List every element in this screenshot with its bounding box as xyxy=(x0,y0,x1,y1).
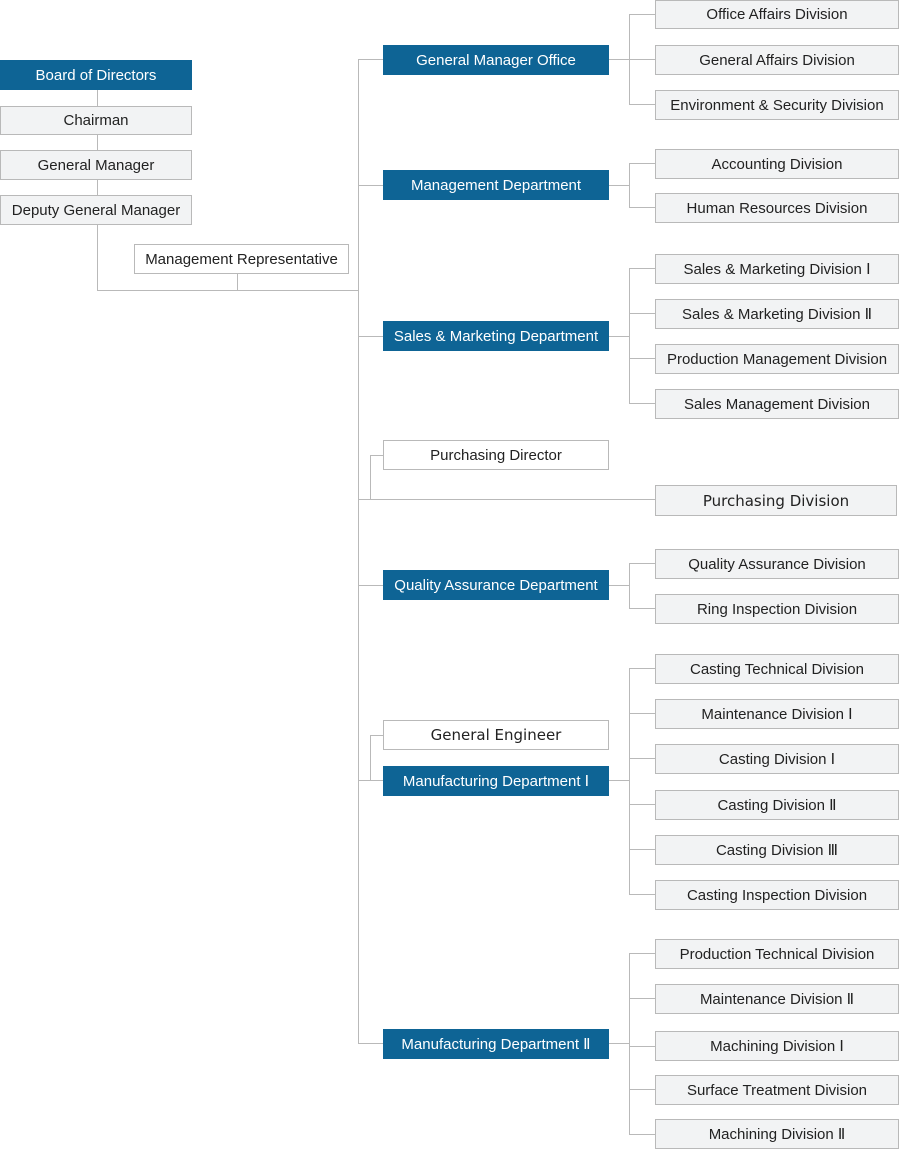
manufacturing-department-1-box: Manufacturing Department Ⅰ xyxy=(383,766,609,796)
division-box: Sales & Marketing Division Ⅱ xyxy=(655,299,899,329)
division-box: Casting Division Ⅰ xyxy=(655,744,899,774)
division-box: Surface Treatment Division xyxy=(655,1075,899,1105)
division-box: Production Technical Division xyxy=(655,939,899,969)
management-department-box: Management Department xyxy=(383,170,609,200)
division-box: Casting Technical Division xyxy=(655,654,899,684)
division-box: Ring Inspection Division xyxy=(655,594,899,624)
division-box: Human Resources Division xyxy=(655,193,899,223)
quality-assurance-department-box: Quality Assurance Department xyxy=(383,570,609,600)
division-box: Maintenance Division Ⅰ xyxy=(655,699,899,729)
division-box: Casting Division Ⅱ xyxy=(655,790,899,820)
sales-marketing-department-box: Sales & Marketing Department xyxy=(383,321,609,351)
board-of-directors-box: Board of Directors xyxy=(0,60,192,90)
purchasing-director-box: Purchasing Director xyxy=(383,440,609,470)
general-manager-office-box: General Manager Office xyxy=(383,45,609,75)
division-box: Machining Division Ⅰ xyxy=(655,1031,899,1061)
chairman-box: Chairman xyxy=(0,106,192,135)
division-box: Quality Assurance Division xyxy=(655,549,899,579)
division-box: Machining Division Ⅱ xyxy=(655,1119,899,1149)
division-box: Sales & Marketing Division Ⅰ xyxy=(655,254,899,284)
management-representative-box: Management Representative xyxy=(134,244,349,274)
general-engineer-box: General Engineer xyxy=(383,720,609,750)
division-box: Production Management Division xyxy=(655,344,899,374)
division-box: Sales Management Division xyxy=(655,389,899,419)
deputy-general-manager-box: Deputy General Manager xyxy=(0,195,192,225)
division-box: Office Affairs Division xyxy=(655,0,899,29)
division-box: Casting Division Ⅲ xyxy=(655,835,899,865)
division-box: Accounting Division xyxy=(655,149,899,179)
division-box: Maintenance Division Ⅱ xyxy=(655,984,899,1014)
division-box: Environment & Security Division xyxy=(655,90,899,120)
division-box: Casting Inspection Division xyxy=(655,880,899,910)
manufacturing-department-2-box: Manufacturing Department Ⅱ xyxy=(383,1029,609,1059)
division-box: General Affairs Division xyxy=(655,45,899,75)
general-manager-box: General Manager xyxy=(0,150,192,180)
purchasing-division-box: Purchasing Division xyxy=(655,485,897,516)
